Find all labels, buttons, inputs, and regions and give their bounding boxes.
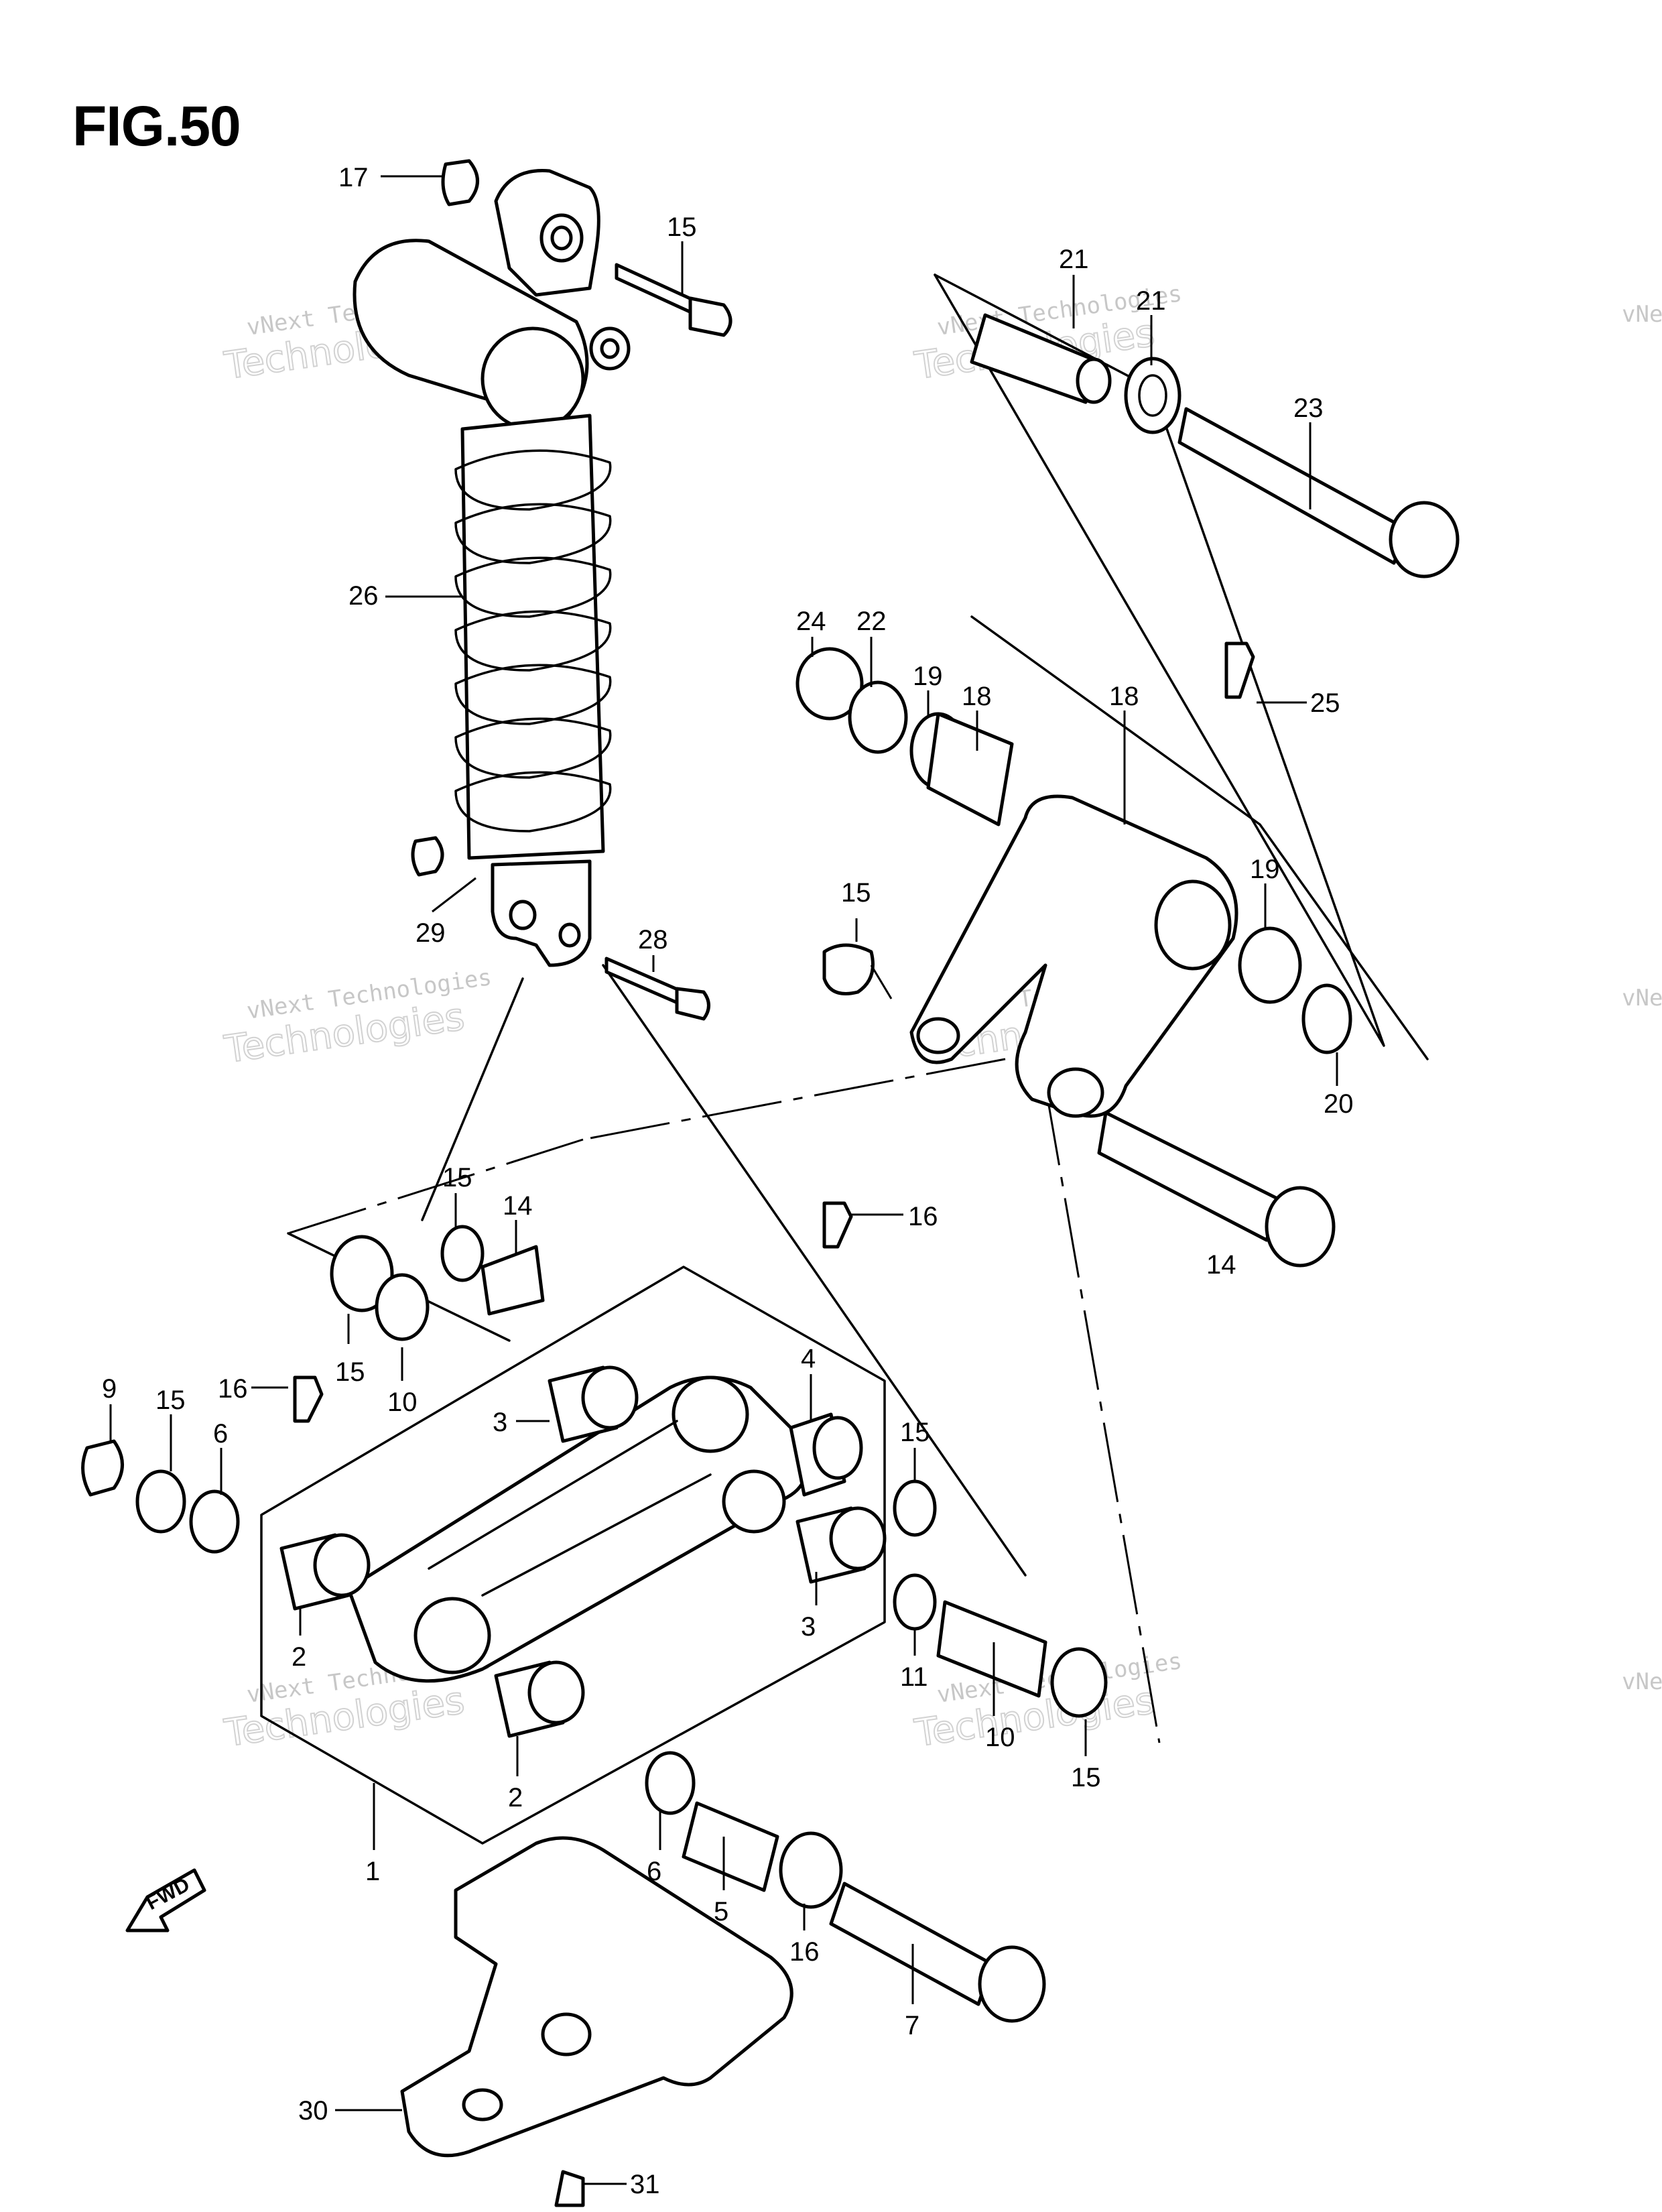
callout-15-lower: 16 xyxy=(789,1937,820,1967)
figure-title: FIG.50 xyxy=(72,95,241,158)
callout-8: 9 xyxy=(102,1374,117,1404)
callout-24: 25 xyxy=(1310,688,1340,718)
callout-17: 18 xyxy=(1109,682,1139,711)
shock-absorber xyxy=(353,169,631,967)
callout-16-left: 16 xyxy=(218,1374,248,1404)
callout-15-left: 15 xyxy=(155,1386,186,1415)
callout-14-right: 15 xyxy=(900,1418,930,1447)
callout-20: 21 xyxy=(1059,245,1089,274)
callout-18-top: 18 xyxy=(962,682,992,711)
callout-labels: 17 15 21 21 23 26 24 22 19 18 18 25 19 2… xyxy=(102,163,1354,2199)
callout-26: 15 xyxy=(667,212,697,242)
callout-18-right: 19 xyxy=(1250,855,1280,884)
watermark-right-edge-bottom: vNext xyxy=(1622,1668,1662,1695)
svg-text:vNext: vNext xyxy=(1622,1668,1662,1695)
callout-2-lower: 2 xyxy=(508,1783,523,1812)
callout-30: 30 xyxy=(298,2096,328,2126)
pin-upper-right xyxy=(970,313,1460,578)
callout-6-left: 6 xyxy=(213,1419,228,1449)
callout-2-left: 2 xyxy=(292,1642,306,1672)
svg-text:vNext: vNext xyxy=(1622,301,1662,328)
callout-16-right: 16 xyxy=(908,1202,938,1231)
callout-15-right: 15 xyxy=(1071,1763,1101,1792)
callout-15-upper: 15 xyxy=(335,1357,365,1387)
callout-11: 14 xyxy=(1206,1250,1236,1280)
cushion-rod xyxy=(346,1375,810,1683)
callout-12: 15 xyxy=(841,878,871,908)
callout-10-right: 11 xyxy=(900,1662,928,1692)
callout-31: 31 xyxy=(630,2170,660,2199)
callout-19-right: 20 xyxy=(1324,1089,1354,1119)
callout-21-top: 21 xyxy=(1136,286,1166,316)
callout-4: 4 xyxy=(801,1344,816,1373)
svg-text:vNext: vNext xyxy=(1622,985,1662,1011)
cushion-lever xyxy=(795,641,1352,1268)
callout-1: 1 xyxy=(365,1857,380,1886)
callout-3-right: 3 xyxy=(801,1612,816,1642)
callout-28: 17 xyxy=(338,163,369,192)
leader-lines xyxy=(109,175,1338,2185)
callout-29: 29 xyxy=(416,918,446,948)
watermark-right-edge-mid: vNext xyxy=(1622,985,1662,1011)
assembly-lines xyxy=(260,273,1429,1845)
fwd-arrow: FWD xyxy=(125,1868,206,1932)
watermark-mid-left: vNext Technologies Technologies xyxy=(221,964,493,1072)
callout-27: 28 xyxy=(638,925,668,955)
callout-9: 10 xyxy=(985,1723,1015,1752)
callout-19-top: 19 xyxy=(913,662,943,691)
callout-22: 23 xyxy=(1293,393,1324,423)
callout-5: 5 xyxy=(714,1897,728,1926)
bolts-upper xyxy=(411,159,732,1021)
callout-23: 24 xyxy=(796,607,826,636)
callout-6-lower: 6 xyxy=(647,1857,661,1886)
chain-guard xyxy=(400,1836,793,2207)
callout-3-left: 3 xyxy=(493,1408,507,1437)
watermark-right-edge-top: vNext xyxy=(1622,301,1662,328)
callout-10-left: 10 xyxy=(387,1388,418,1417)
callout-25: 26 xyxy=(348,581,379,611)
callout-13: 14 xyxy=(503,1191,533,1221)
callout-14-left: 15 xyxy=(442,1163,472,1192)
bearings-and-washers xyxy=(81,1201,1108,2023)
watermark-bottom-center: vNext Technologies Technologies xyxy=(911,1648,1184,1756)
callout-7: 7 xyxy=(905,2011,919,2040)
callout-21-mid: 22 xyxy=(856,607,887,636)
